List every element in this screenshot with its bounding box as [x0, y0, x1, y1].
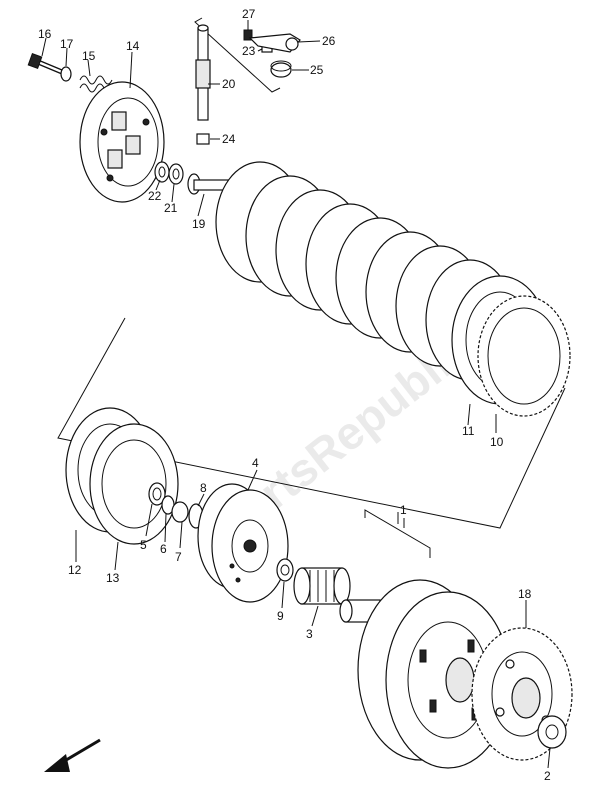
bolt-16 — [27, 53, 63, 75]
label-24: 24 — [222, 132, 236, 146]
label-20: 20 — [222, 77, 236, 91]
label-23: 23 — [242, 44, 256, 58]
label-18: 18 — [518, 587, 532, 601]
washer-2 — [537, 715, 567, 749]
washer-7 — [171, 501, 189, 523]
part-17 — [60, 66, 72, 82]
piece-24 — [196, 133, 210, 145]
drive-plate-10 — [477, 295, 571, 417]
plate-13 — [89, 423, 179, 545]
label-13: 13 — [106, 571, 120, 585]
washer-22 — [154, 161, 170, 183]
label-4: 4 — [252, 456, 259, 470]
direction-arrow-icon — [44, 738, 101, 772]
label-9: 9 — [277, 609, 284, 623]
label-25: 25 — [310, 63, 324, 77]
assembly-outline — [57, 17, 566, 558]
label-12: 12 — [68, 563, 82, 577]
label-21: 21 — [164, 201, 178, 215]
label-26: 26 — [322, 34, 336, 48]
label-19: 19 — [192, 217, 206, 231]
part-labels: 1 2 3 4 5 6 7 8 9 10 11 12 13 14 15 16 1… — [38, 7, 551, 783]
label-1: 1 — [400, 503, 407, 517]
label-14: 14 — [126, 39, 140, 53]
needle-bearing-3 — [293, 567, 351, 605]
bearing-21 — [168, 163, 184, 185]
label-11: 11 — [462, 424, 475, 438]
plate-stack — [215, 161, 515, 381]
release-lever-26 — [248, 33, 301, 53]
label-7: 7 — [175, 550, 182, 564]
label-17: 17 — [60, 37, 74, 51]
label-16: 16 — [38, 27, 52, 41]
push-rod-20 — [195, 24, 211, 121]
pressure-plate-14 — [79, 81, 165, 203]
label-3: 3 — [306, 627, 313, 641]
leader-lines — [41, 20, 551, 769]
label-8: 8 — [200, 481, 207, 495]
label-15: 15 — [82, 49, 96, 63]
nut-5 — [148, 482, 166, 506]
label-2: 2 — [544, 769, 551, 783]
clutch-hub-4 — [197, 483, 289, 603]
label-6: 6 — [160, 542, 167, 556]
label-27: 27 — [242, 7, 256, 21]
label-10: 10 — [490, 435, 504, 449]
spacer-9 — [276, 558, 294, 582]
label-22: 22 — [148, 189, 162, 203]
roller-25 — [270, 60, 292, 78]
label-5: 5 — [140, 538, 147, 552]
